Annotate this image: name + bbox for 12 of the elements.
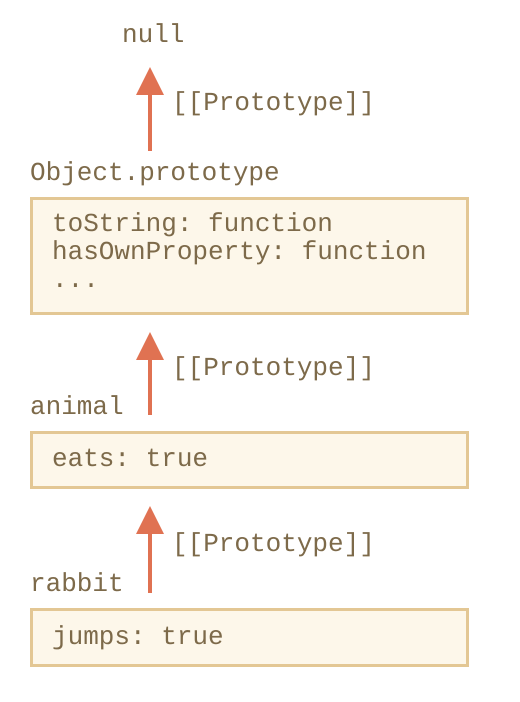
property-text: ... xyxy=(52,266,99,294)
object-name: Object.prototype xyxy=(30,158,280,188)
property-text: jumps: true xyxy=(52,623,224,651)
property-text: toString: function xyxy=(52,210,333,238)
property-text: eats: true xyxy=(52,445,208,473)
object-name: rabbit xyxy=(30,569,124,599)
value-text: null xyxy=(122,20,184,50)
arrow xyxy=(136,67,164,151)
property-text: hasOwnProperty: function xyxy=(52,238,426,266)
object-name: animal xyxy=(30,392,124,422)
arrow xyxy=(136,506,164,593)
arrow xyxy=(136,332,164,415)
